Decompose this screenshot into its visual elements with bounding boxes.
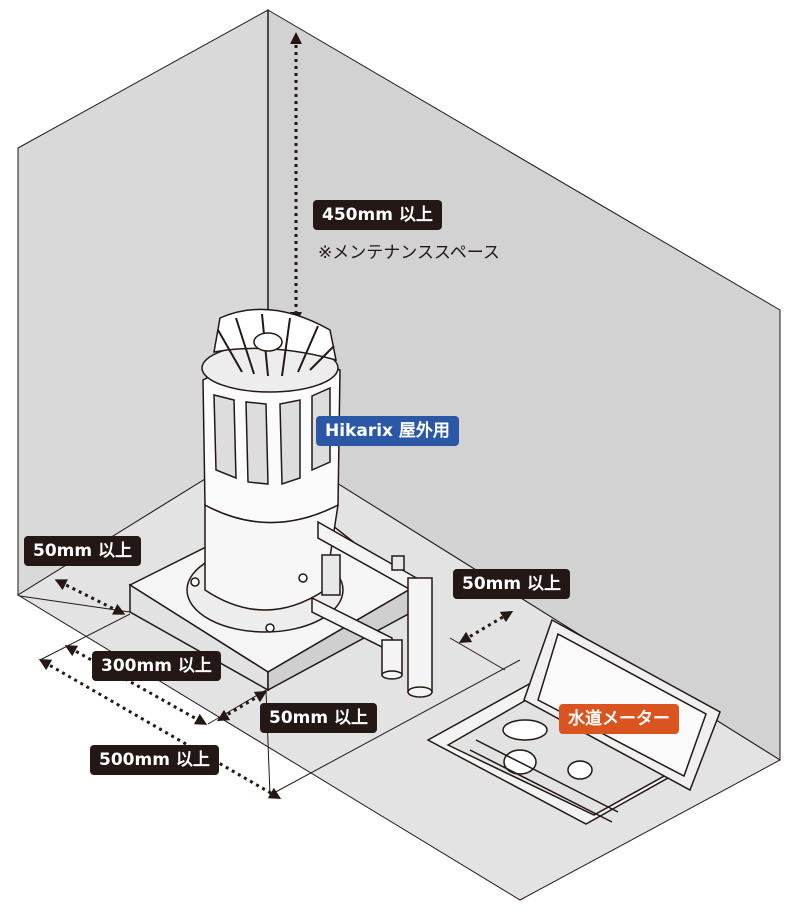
right-clearance-arrow xyxy=(458,610,514,644)
right-clearance-label: 50mm 以上 xyxy=(453,569,571,599)
base-width-label: 300mm 以上 xyxy=(92,651,221,681)
dimension-arrows xyxy=(38,31,514,800)
total-width-arrow xyxy=(38,658,282,800)
front-clearance-label: 50mm 以上 xyxy=(260,703,378,733)
left-clearance-label: 50mm 以上 xyxy=(24,536,142,566)
maintenance-note: ※メンテナンススペース xyxy=(318,243,500,263)
water-meter-label: 水道メーター xyxy=(559,704,679,734)
top-clearance-label: 450mm 以上 xyxy=(313,200,442,230)
product-name-label: Hikarix 屋外用 xyxy=(316,416,459,446)
pipes xyxy=(311,520,433,698)
front-clearance-arrow xyxy=(216,690,268,722)
filter-unit xyxy=(186,308,344,633)
total-width-label: 500mm 以上 xyxy=(90,745,219,775)
